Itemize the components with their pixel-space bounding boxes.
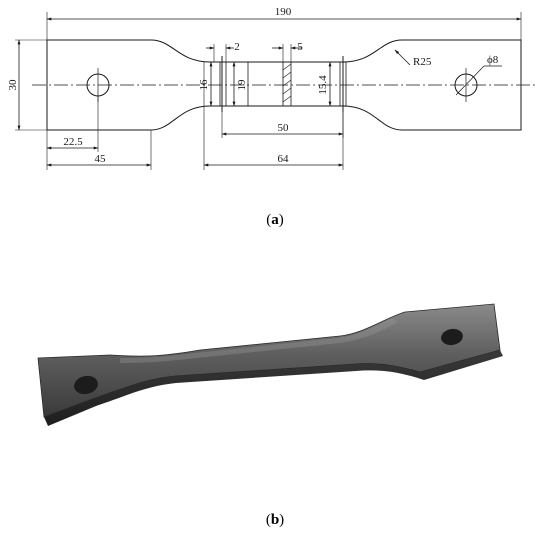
label-r25: R25 bbox=[413, 56, 432, 68]
label-22-5: 22.5 bbox=[63, 136, 83, 148]
specimen-top-face bbox=[37, 303, 501, 418]
photo-left-hole bbox=[74, 375, 98, 395]
caption-a: (a) bbox=[266, 212, 284, 228]
label-190: 190 bbox=[275, 6, 292, 18]
photo-right-hole bbox=[441, 328, 463, 346]
dimension-labels: 190 30 22.5 45 64 50 16 19 15.4 2 5 R25 … bbox=[7, 6, 499, 165]
specimen-outline bbox=[46, 39, 522, 131]
label-2: 2 bbox=[234, 41, 240, 53]
specimen-side-face bbox=[44, 350, 503, 426]
hatched-strip bbox=[282, 61, 292, 107]
label-phi8: ϕ8 bbox=[487, 54, 499, 66]
radius-leader bbox=[394, 49, 411, 66]
left-band bbox=[219, 61, 227, 107]
label-16: 16 bbox=[198, 79, 210, 91]
technical-drawing bbox=[15, 12, 536, 170]
label-50: 50 bbox=[278, 122, 290, 134]
label-15-4: 15.4 bbox=[317, 75, 329, 95]
diameter-leader bbox=[455, 65, 485, 96]
specimen-photo bbox=[37, 303, 503, 426]
label-45: 45 bbox=[95, 153, 107, 165]
label-19: 19 bbox=[236, 79, 248, 91]
label-64: 64 bbox=[278, 153, 290, 165]
label-5: 5 bbox=[297, 41, 303, 53]
label-30: 30 bbox=[7, 79, 19, 91]
caption-b: (b) bbox=[266, 512, 284, 528]
